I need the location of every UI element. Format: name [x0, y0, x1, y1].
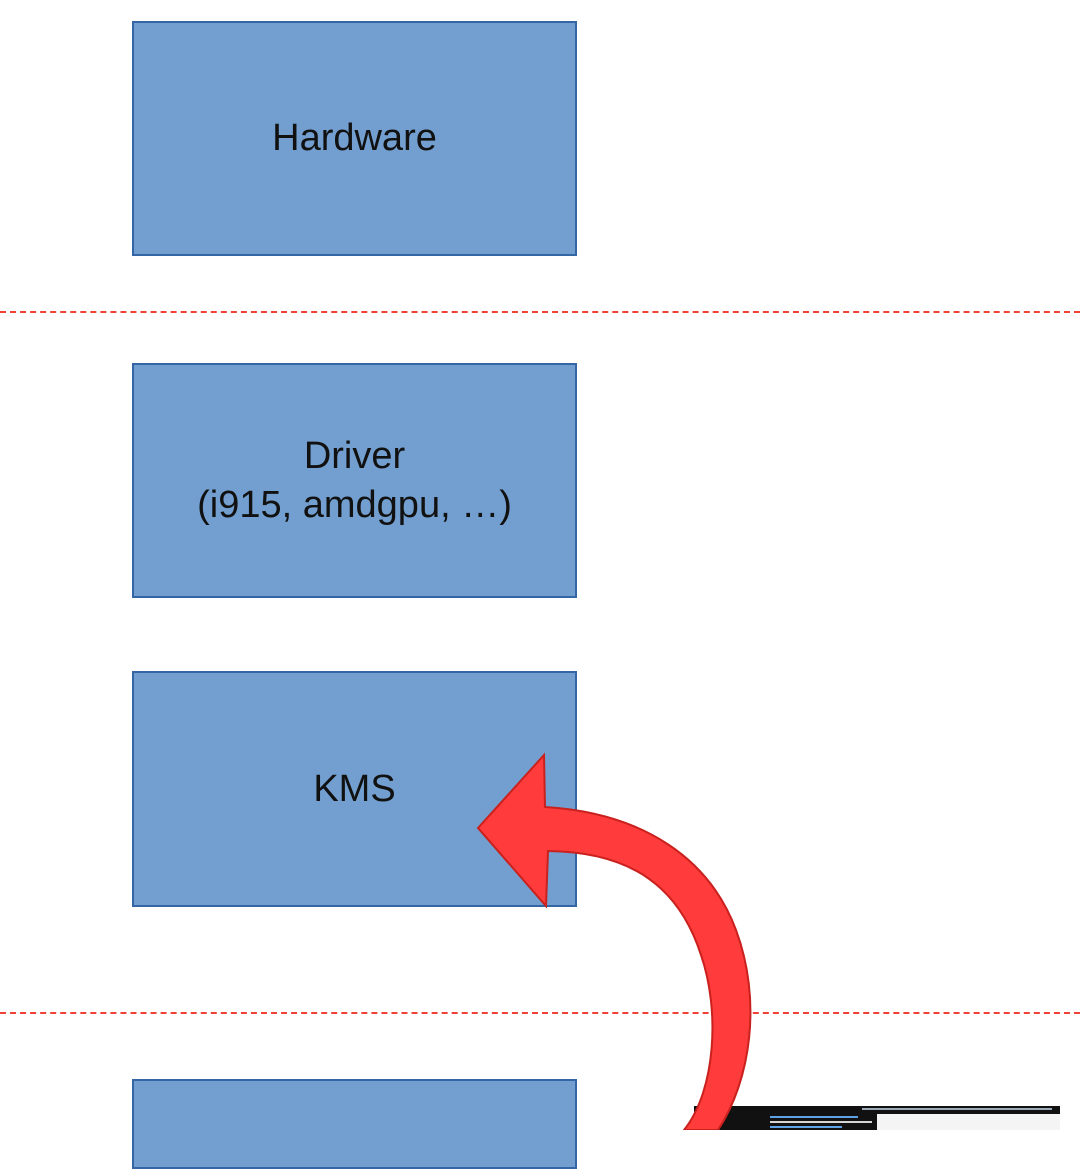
driver-label: Driver — [303, 435, 406, 478]
bottom-box — [132, 1079, 577, 1169]
driver-box: Driver (i915, amdgpu, …) — [132, 363, 577, 598]
screenshot-thumbnail-panel — [877, 1114, 1060, 1130]
driver-examples-label: (i915, amdgpu, …) — [197, 483, 512, 526]
hardware-label: Hardware — [272, 117, 437, 160]
kms-box: KMS — [132, 671, 577, 907]
upper-separator — [0, 311, 1080, 313]
lower-separator — [0, 1012, 1080, 1014]
hardware-box: Hardware — [132, 21, 577, 256]
kms-label: KMS — [313, 767, 396, 810]
